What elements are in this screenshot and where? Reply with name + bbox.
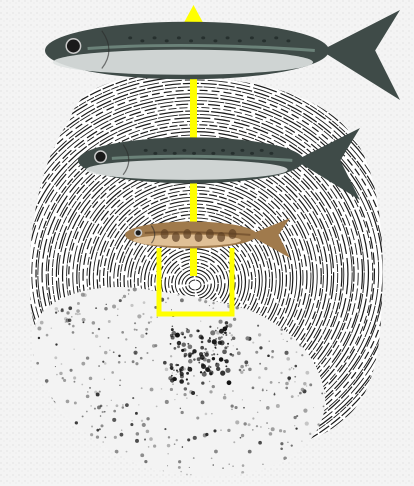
- fish-eye: [95, 151, 107, 163]
- fish-eye: [135, 229, 142, 236]
- fish-eye: [66, 39, 80, 53]
